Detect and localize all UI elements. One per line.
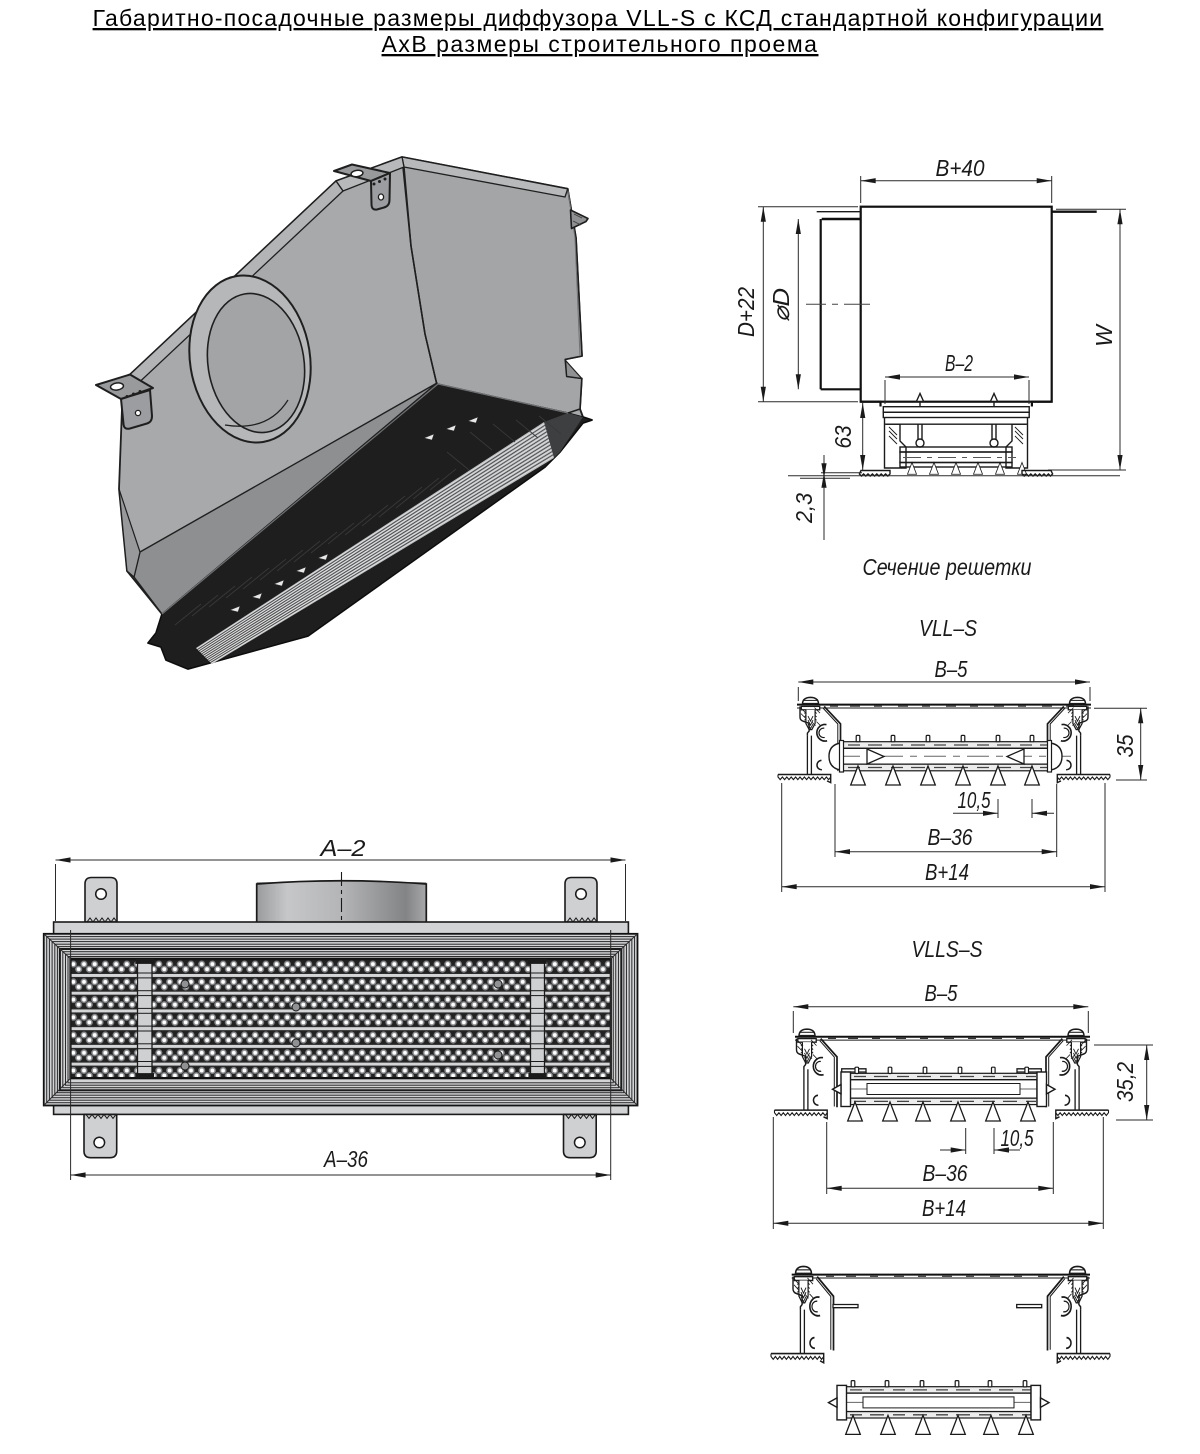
svg-text:D+22: D+22: [733, 287, 759, 337]
svg-text:АхВ размеры строительного прое: АхВ размеры строительного проема: [382, 31, 819, 57]
svg-text:63: 63: [830, 425, 856, 448]
svg-text:10,5: 10,5: [1001, 1125, 1034, 1151]
svg-text:B–5: B–5: [935, 656, 968, 682]
svg-text:B+14: B+14: [925, 859, 969, 885]
svg-text:Габаритно-посадочные размеры д: Габаритно-посадочные размеры диффузора V…: [93, 5, 1104, 31]
svg-text:B–36: B–36: [923, 1160, 968, 1186]
svg-text:35: 35: [1112, 734, 1138, 757]
svg-text:10,5: 10,5: [958, 787, 991, 813]
svg-text:W: W: [1091, 323, 1117, 347]
svg-text:B+40: B+40: [936, 155, 985, 181]
svg-text:А–36: А–36: [322, 1146, 368, 1172]
svg-text:B+14: B+14: [922, 1195, 966, 1221]
svg-text:35,2: 35,2: [1112, 1062, 1138, 1102]
svg-text:2,3: 2,3: [791, 493, 817, 524]
svg-text:VLLS–S: VLLS–S: [912, 936, 984, 962]
svg-text:B–2: B–2: [945, 350, 973, 376]
svg-text:B–5: B–5: [925, 980, 958, 1006]
svg-text:⌀D: ⌀D: [768, 288, 794, 322]
svg-text:А–2: А–2: [318, 835, 365, 861]
svg-text:B–36: B–36: [928, 824, 973, 850]
svg-text:Сечение решетки: Сечение решетки: [863, 554, 1032, 580]
svg-text:VLL–S: VLL–S: [919, 615, 978, 641]
